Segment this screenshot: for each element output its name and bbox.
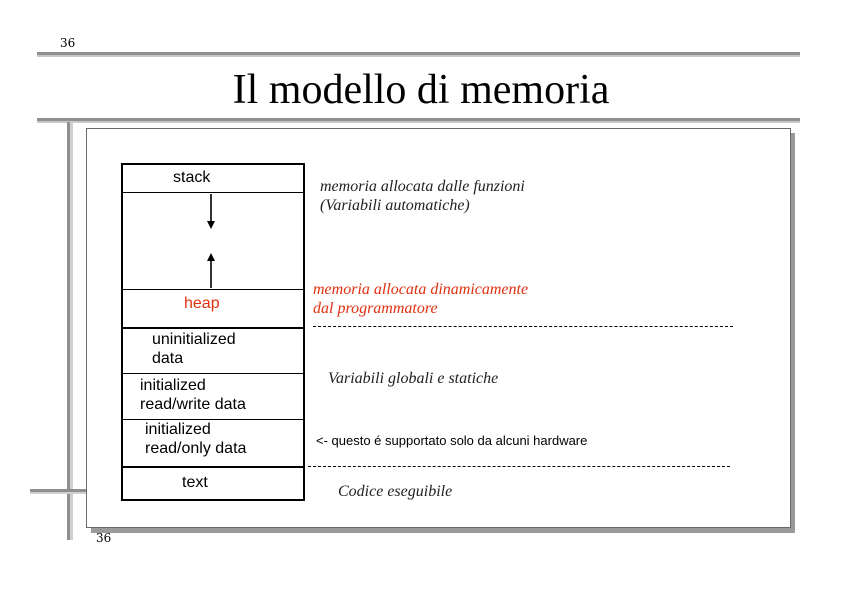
heap-note-line2: dal programmatore xyxy=(313,300,438,317)
header-top-rule xyxy=(37,52,800,57)
frame-horizontal-bar xyxy=(30,489,86,494)
init-ro-divider xyxy=(121,466,303,468)
header-bottom-rule xyxy=(37,118,800,123)
segment-init-rw-line2: read/write data xyxy=(140,396,246,413)
memory-layout-diagram xyxy=(121,163,305,501)
stack-divider xyxy=(121,192,303,193)
stack-note-line2: (Variabili automatiche) xyxy=(320,197,470,214)
code-note: Codice eseguibile xyxy=(338,483,453,500)
segment-init-rw-line1: initialized xyxy=(140,377,206,394)
segment-uninit-line2: data xyxy=(152,350,184,367)
stack-note-line1: memoria allocata dalle funzioni xyxy=(320,178,525,195)
segment-init-ro-line2: read/only data xyxy=(145,440,247,457)
segment-stack-label: stack xyxy=(173,169,211,186)
page-number: 36 xyxy=(60,36,76,50)
heap-bottom-divider xyxy=(121,327,303,329)
heap-growth-up-arrow-icon xyxy=(205,252,217,288)
readonly-hardware-note: <- questo é supportato solo da alcuni ha… xyxy=(316,433,588,448)
heap-top-divider xyxy=(121,289,303,290)
frame-vertical-bar xyxy=(67,122,73,540)
globals-note: Variabili globali e statiche xyxy=(328,370,499,387)
uninit-divider xyxy=(121,373,303,374)
page-title: Il modello di memoria xyxy=(232,67,610,113)
segment-init-ro-line1: initialized xyxy=(145,421,211,438)
stack-growth-down-arrow-icon xyxy=(205,194,217,230)
segment-uninit-line1: uninitialized xyxy=(152,331,236,348)
text-dashed-separator xyxy=(308,466,730,467)
segment-text-label: text xyxy=(182,474,208,491)
heap-note-line1: memoria allocata dinamicamente xyxy=(313,281,529,298)
segment-heap-label: heap xyxy=(184,295,220,312)
init-rw-divider xyxy=(121,419,303,420)
heap-dashed-separator xyxy=(313,326,733,327)
slide-number: 36 xyxy=(96,531,112,545)
